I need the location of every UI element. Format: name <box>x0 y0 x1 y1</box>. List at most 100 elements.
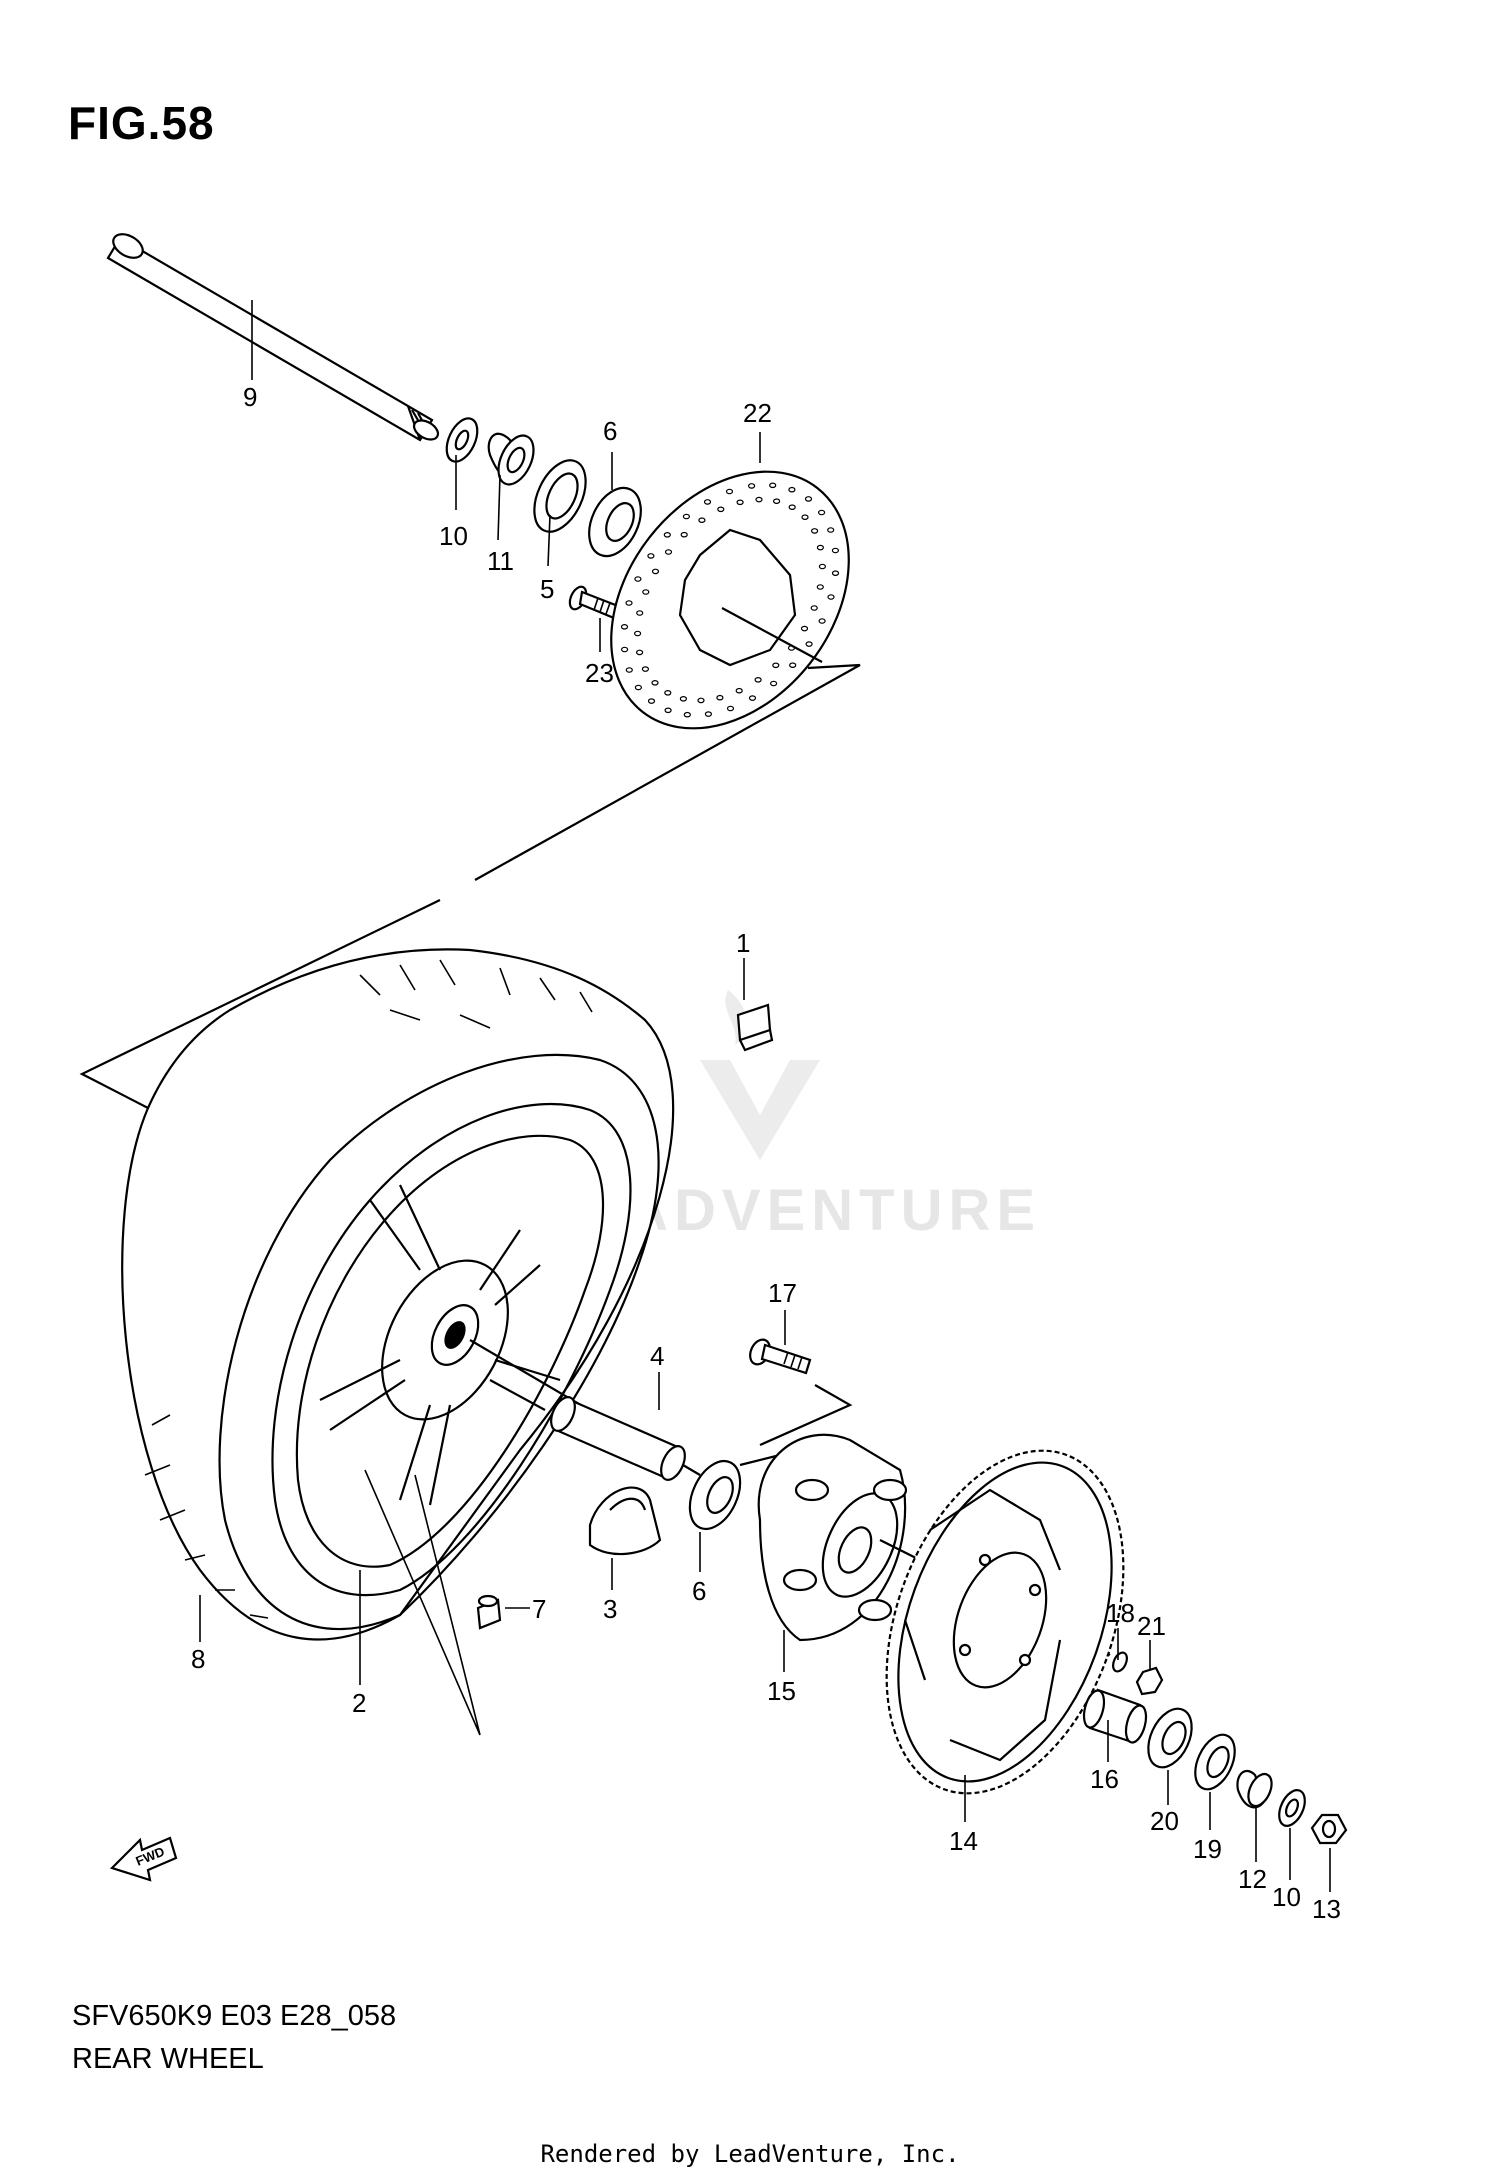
callout-23: 23 <box>585 658 614 688</box>
washer-part-10-lower <box>1278 1789 1306 1827</box>
disc-hole <box>735 687 743 694</box>
callout-2: 2 <box>352 1688 366 1718</box>
callout-6b: 6 <box>692 1576 706 1606</box>
figure-title: FIG.58 <box>68 97 215 149</box>
washer-part-10 <box>445 417 479 463</box>
collar-part-11 <box>487 432 535 486</box>
oil-seal-part-19 <box>1194 1733 1236 1791</box>
oil-seal-part-5 <box>533 459 587 533</box>
disc-hole <box>664 689 672 696</box>
bearing-part-6-top <box>588 486 642 558</box>
collar-part-16 <box>1082 1688 1148 1744</box>
axle-part <box>106 233 440 442</box>
disc-hole <box>747 483 756 489</box>
disc-hole <box>716 694 724 701</box>
wheel-spokes <box>319 1184 561 1506</box>
disc-hole <box>680 531 688 538</box>
disc-hole <box>651 568 660 575</box>
disc-hole <box>831 570 840 577</box>
callout-10b: 10 <box>1272 1882 1301 1912</box>
disc-hole <box>635 649 644 656</box>
disc-hole <box>748 695 757 701</box>
disc-hole <box>754 676 762 683</box>
disc-hole <box>788 486 796 493</box>
disc-hole <box>769 482 777 489</box>
disc-hole <box>634 684 643 691</box>
disc-hole <box>810 605 818 611</box>
rear-sprocket-part-14 <box>885 1449 1125 1795</box>
disc-hole <box>816 544 825 551</box>
disc-hole <box>633 630 642 637</box>
collar-part-12 <box>1236 1769 1273 1809</box>
washer-part-18 <box>1112 1651 1128 1673</box>
disc-hole <box>641 666 650 672</box>
disc-hole <box>788 504 796 511</box>
disc-hole <box>704 711 713 717</box>
disc-hole <box>651 679 659 686</box>
callout-17: 17 <box>768 1278 797 1308</box>
callout-19: 19 <box>1193 1834 1222 1864</box>
disc-hole <box>620 623 629 630</box>
callout-7: 7 <box>532 1594 546 1624</box>
valve-part-7 <box>476 1594 502 1630</box>
disc-hole <box>827 594 835 600</box>
callout-5: 5 <box>540 574 554 604</box>
disc-hole <box>634 576 642 582</box>
disc-hole <box>642 589 650 595</box>
disc-hole <box>816 584 824 590</box>
callout-6a: 6 <box>603 416 617 446</box>
callout-8: 8 <box>191 1644 205 1674</box>
bolt-17-outline <box>739 1384 853 1467</box>
disc-hole <box>647 698 656 704</box>
cush-damper-part-1 <box>736 1003 774 1052</box>
disc-holes <box>620 482 840 718</box>
callout-11: 11 <box>487 546 514 576</box>
disc-hole <box>726 705 735 712</box>
disc-hole <box>625 600 633 606</box>
diagram-caption: REAR WHEEL <box>72 2043 264 2075</box>
disc-hole <box>663 531 671 538</box>
disc-hole <box>801 514 809 521</box>
callout-3: 3 <box>603 1594 617 1624</box>
disc-hole <box>789 662 797 669</box>
callout-16: 16 <box>1090 1764 1119 1794</box>
disc-bolt-part-23 <box>568 585 620 620</box>
disc-hole <box>804 496 813 502</box>
sprocket-mounting-drum-part-15 <box>757 1433 908 1642</box>
disc-hole <box>683 711 691 718</box>
callout-1: 1 <box>736 928 750 958</box>
disc-hole <box>827 527 835 533</box>
disc-hole <box>625 667 633 673</box>
callout-21: 21 <box>1137 1611 1166 1641</box>
callout-14: 14 <box>949 1826 978 1856</box>
disc-hole <box>769 680 778 687</box>
callout-9: 9 <box>243 382 257 412</box>
disc-hole <box>818 618 826 624</box>
nut-part-21 <box>1135 1666 1164 1696</box>
callout-10a: 10 <box>439 521 468 551</box>
disc-hole <box>664 707 672 714</box>
disc-hole <box>636 610 644 616</box>
fwd-arrow-icon: FWD <box>109 1836 178 1882</box>
disc-hole <box>725 488 734 495</box>
callout-20: 20 <box>1150 1806 1179 1836</box>
bearing-part-20 <box>1147 1707 1193 1769</box>
disc-hole <box>679 695 688 702</box>
bearing-part-6-lower <box>688 1459 742 1531</box>
disc-hole <box>703 499 712 505</box>
tread-marks <box>144 959 593 1619</box>
callout-18: 18 <box>1106 1598 1135 1628</box>
disc-hole <box>800 625 809 632</box>
callout-leader-lines <box>199 300 1331 1892</box>
disc-hole <box>817 509 826 516</box>
disc-hole <box>818 563 827 570</box>
disc-hole <box>620 646 629 653</box>
disc-hole <box>682 513 691 520</box>
render-credit: Rendered by LeadVenture, Inc. <box>540 2140 960 2168</box>
disc-hole <box>831 547 840 554</box>
spacer-part-4 <box>550 1396 686 1481</box>
callout-22: 22 <box>743 398 772 428</box>
bolt-part-17 <box>749 1338 812 1375</box>
